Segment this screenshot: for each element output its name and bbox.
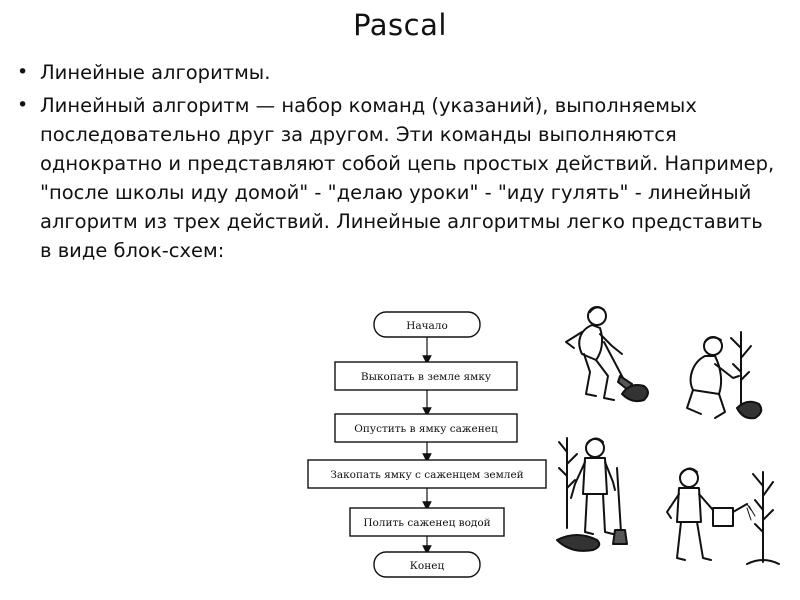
bullet-item: • Линейный алгоритм — набор команд (указ… xyxy=(16,91,776,265)
bullet-item: • Линейные алгоритмы. xyxy=(16,58,776,87)
bullet-dot-icon: • xyxy=(17,61,29,83)
slide-title: Pascal xyxy=(353,8,447,42)
flow-start-block: Начало xyxy=(373,311,481,338)
flow-step-label: Опустить в ямку саженец xyxy=(354,423,498,435)
person-digging-icon xyxy=(565,306,649,403)
flow-step-block: Выкопать в земле ямку xyxy=(334,361,518,391)
flow-end-label: Конец xyxy=(410,560,445,572)
flow-end-block: Конец xyxy=(373,551,481,578)
flow-step-block: Опустить в ямку саженец xyxy=(334,413,518,443)
flow-step-label: Выкопать в земле ямку xyxy=(361,371,492,383)
bullet-list: • Линейные алгоритмы. • Линейный алгорит… xyxy=(16,58,776,269)
flow-step-label: Полить саженец водой xyxy=(363,517,490,529)
person-placing-sapling-icon xyxy=(686,331,763,420)
bullet-dot-icon: • xyxy=(17,94,29,116)
flow-step-block: Закопать ямку с саженцем землей xyxy=(307,459,547,489)
bullet-text: Линейные алгоритмы. xyxy=(40,61,271,84)
person-with-shovel-and-tree-icon xyxy=(556,437,628,552)
flowchart: Начало Выкопать в земле ямку Опустить в … xyxy=(307,311,547,578)
bullet-text: Линейный алгоритм — набор команд (указан… xyxy=(40,94,775,262)
flow-step-block: Полить саженец водой xyxy=(349,507,505,537)
flow-start-label: Начало xyxy=(406,320,448,332)
person-watering-sapling-icon xyxy=(666,467,780,565)
flow-step-label: Закопать ямку с саженцем землей xyxy=(330,469,523,481)
